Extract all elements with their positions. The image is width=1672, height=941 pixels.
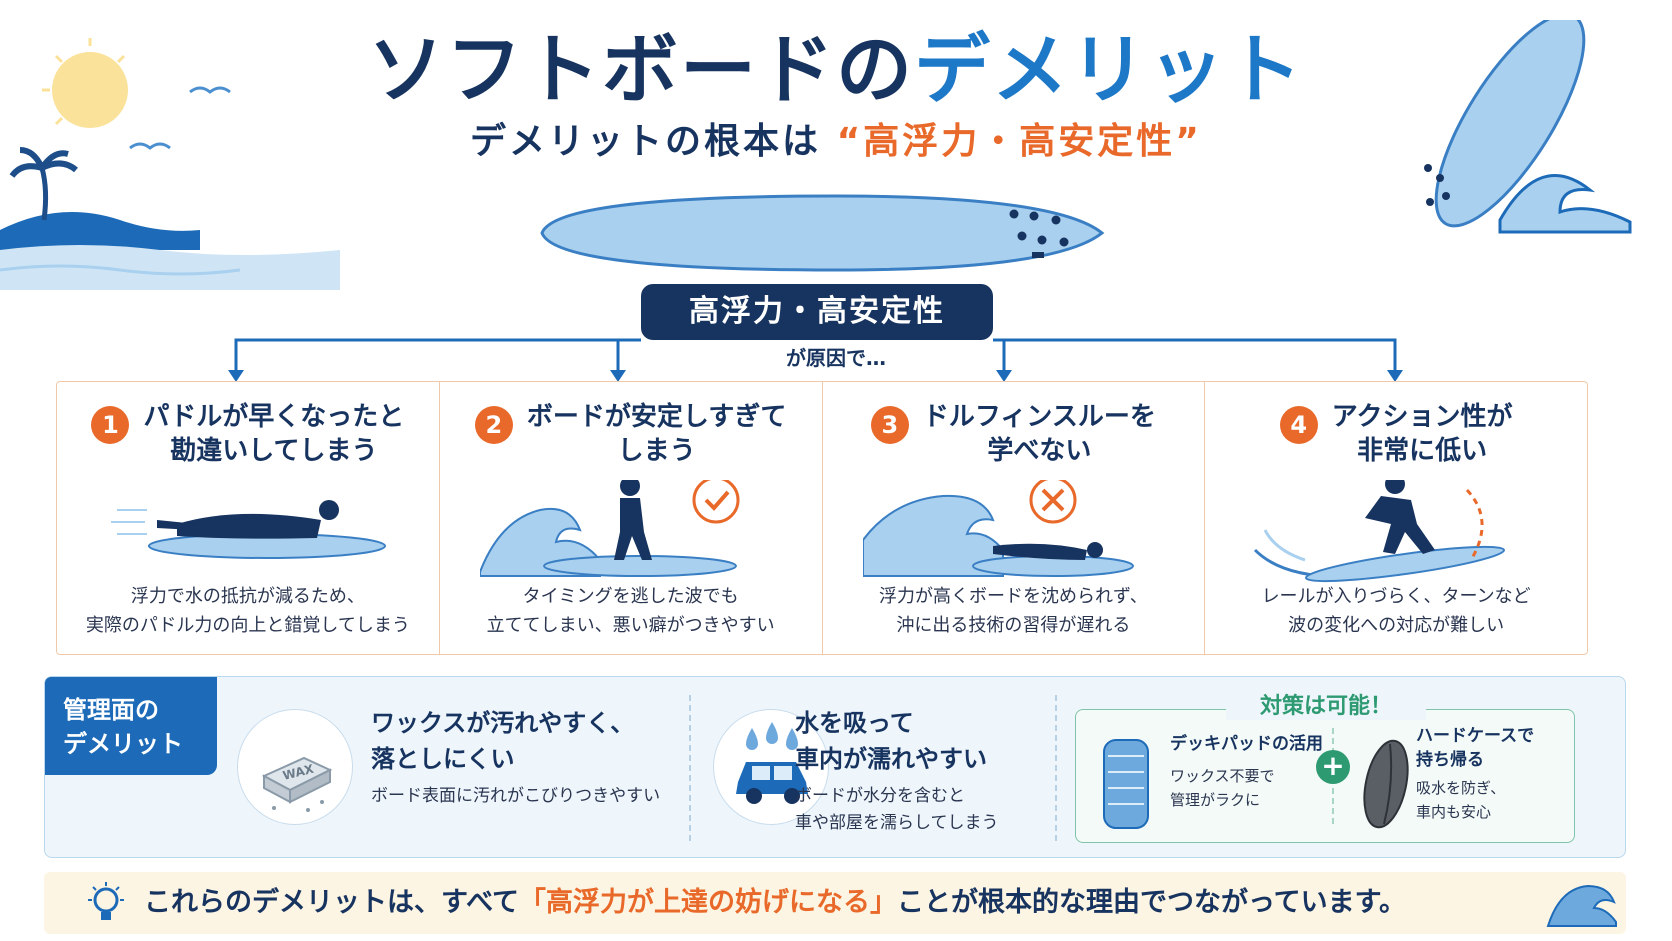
- wave-icon: [1546, 884, 1617, 927]
- demerit-card-2: 2 ボードが安定しすぎて しまう タイミングを逃した波でも 立ててしまい、悪い癖…: [440, 382, 823, 654]
- title-part1: ソフトボードの: [368, 25, 914, 114]
- standing-surfer-icon: [479, 480, 740, 577]
- wax-demerit-title: ワックスが汚れやすく、 落としにくい: [371, 709, 635, 773]
- sun-icon: [52, 52, 128, 128]
- wax-demerit-desc: ボード表面に汚れがこびりつきやすい: [371, 786, 661, 806]
- dolphin-dive-surfer-icon: [862, 480, 1134, 577]
- deck-pad-title: デッキパッドの活用: [1170, 734, 1323, 754]
- subtitle-part1: デメリットの根本は: [470, 121, 822, 162]
- card-title: アクション性が 非常に低い: [1331, 402, 1513, 466]
- hard-case-title: ハードケースで 持ち帰る: [1416, 726, 1535, 770]
- hard-case-desc: 吸水を防ぎ、 車内も安心: [1416, 779, 1506, 821]
- card-number-badge: 3: [870, 406, 909, 444]
- wax-icon: WAX: [237, 709, 353, 825]
- car-water-icon: [713, 709, 829, 825]
- wave-icon: [1498, 174, 1632, 234]
- card-title: ドルフィンスルーを 学べない: [922, 402, 1156, 466]
- water-demerit-desc: ボードが水分を含むと 車や部屋を濡らしてしまう: [795, 786, 999, 833]
- page-title: ソフトボードのデメリット: [0, 22, 1672, 118]
- section-divider: [689, 695, 691, 841]
- card-title: ボードが安定しすぎて しまう: [526, 402, 787, 466]
- deck-pad-desc: ワックス不要で 管理がラクに: [1170, 767, 1275, 809]
- subtitle-part2: “高浮力・高安定性”: [836, 121, 1202, 162]
- page-subtitle: デメリットの根本は “高浮力・高安定性”: [0, 116, 1672, 168]
- card-title: パドルが早くなったと 勘違いしてしまう: [143, 402, 405, 466]
- seagull-icon: [189, 86, 231, 94]
- paddling-surfer-icon: [111, 500, 386, 559]
- countermeasure-title: 対策は可能！: [1226, 688, 1426, 720]
- seagull-icon: [129, 142, 171, 150]
- management-section: 管理面の デメリット WAX ワックスが汚れやすく、 落としにくい ボード表面に…: [44, 676, 1626, 858]
- water-demerit-title: 水を吸って 車内が濡れやすい: [795, 709, 987, 773]
- card-description: 浮力が高くボードを沈められず、 沖に出る技術の習得が遅れる: [879, 586, 1148, 636]
- summary-banner: これらのデメリットは、すべて「高浮力が上達の妨げになる」ことが根本的な理由でつな…: [44, 872, 1626, 934]
- card-description: レールが入りづらく、ターンなど 波の変化への対応が難しい: [1261, 586, 1531, 636]
- deck-pad-icon: [1103, 739, 1149, 829]
- card-number-badge: 1: [91, 406, 130, 444]
- section-divider: [1055, 695, 1057, 841]
- turning-surfer-icon: [1254, 480, 1506, 583]
- management-label: 管理面の デメリット: [45, 677, 217, 775]
- demerit-cards: 1 パドルが早くなったと 勘違いしてしまう 浮力で水の抵抗が減るため、 実際のパ…: [56, 381, 1588, 655]
- tilted-board-illustration: [1424, 20, 1632, 234]
- cause-subtext: が原因で…: [786, 346, 886, 370]
- beach-scene-illustration: [0, 38, 340, 290]
- demerit-card-1: 1 パドルが早くなったと 勘違いしてしまう 浮力で水の抵抗が減るため、 実際のパ…: [57, 382, 440, 654]
- lightbulb-icon: [88, 882, 124, 920]
- card-number-badge: 2: [474, 406, 513, 444]
- demerit-card-4: 4 アクション性が 非常に低い レールが入りづらく、ターンなど 波の変化への対応…: [1205, 382, 1587, 654]
- hard-case-icon: [1363, 739, 1409, 829]
- card-number-badge: 4: [1279, 406, 1318, 444]
- countermeasure-box: 対策は可能！ デッキパッドの活用 ワックス不要で 管理がラクに + ハードケース…: [1075, 688, 1575, 843]
- title-part2: デメリット: [914, 25, 1304, 114]
- soft-board-illustration: [540, 194, 1105, 272]
- check-icon: [692, 480, 740, 524]
- card-description: タイミングを逃した波でも 立ててしまい、悪い癖がつきやすい: [486, 586, 775, 636]
- card-description: 浮力で水の抵抗が減るため、 実際のパドル力の向上と錯覚してしまう: [85, 586, 410, 636]
- demerit-card-3: 3 ドルフィンスルーを 学べない 浮力が高くボードを沈められず、 沖に出る技術の…: [823, 382, 1206, 654]
- palm-tree-icon: [39, 167, 49, 221]
- plus-icon: +: [1316, 750, 1350, 784]
- cause-pill: 高浮力・高安定性: [641, 284, 993, 340]
- summary-text: これらのデメリットは、すべて「高浮力が上達の妨げになる」ことが根本的な理由でつな…: [144, 887, 1406, 918]
